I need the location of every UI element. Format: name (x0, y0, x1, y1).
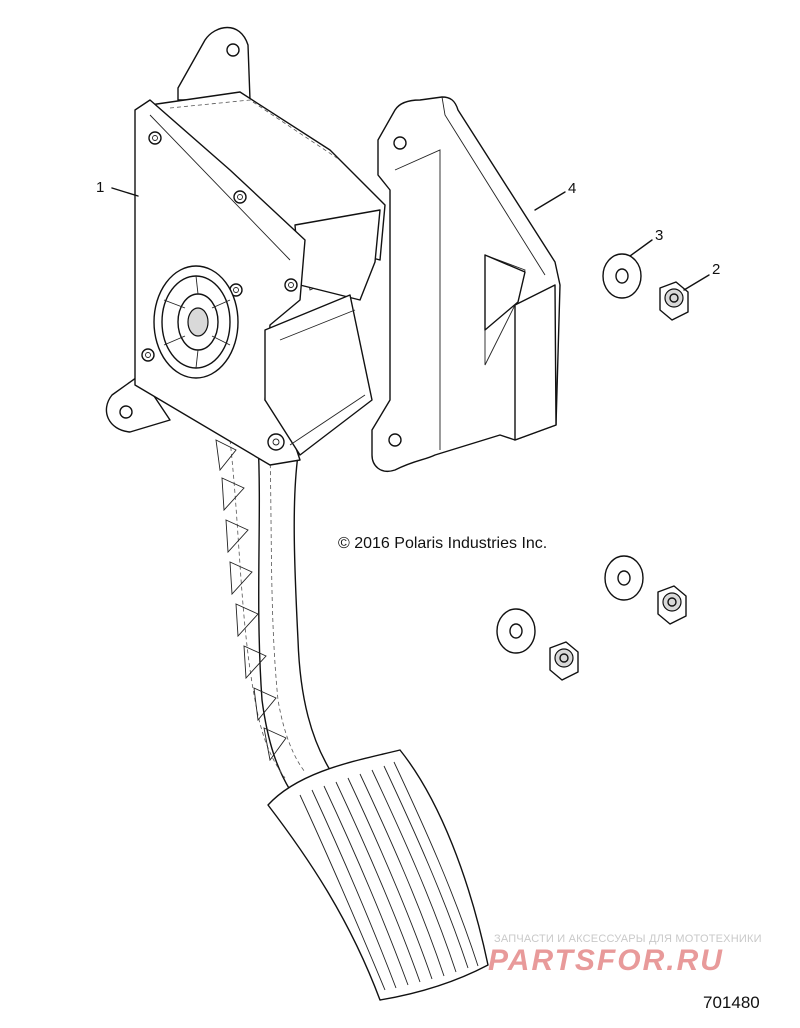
watermark-logo: PARTSFOR.RU (488, 944, 724, 977)
loose-washer-2 (496, 608, 536, 654)
callout-1: 1 (96, 179, 139, 197)
callout-2: 2 (683, 261, 720, 291)
pedal-assembly (105, 26, 489, 1001)
arm-lattice (215, 439, 287, 762)
sensor-boss (153, 265, 239, 379)
mounting-bracket (371, 96, 561, 472)
loose-nut-2 (549, 641, 579, 681)
washer-part-3 (602, 253, 642, 299)
callout-4: 4 (534, 180, 576, 211)
loose-washer-1 (604, 555, 644, 601)
callout-3: 3 (629, 227, 663, 257)
pedal-pad-ribs (299, 761, 479, 991)
svg-text:2: 2 (712, 261, 720, 278)
copyright-notice: © 2016 Polaris Industries Inc. (338, 535, 548, 552)
nut-part-2 (659, 281, 689, 321)
figure-number: 701480 (703, 993, 760, 1012)
svg-text:4: 4 (568, 180, 576, 197)
svg-text:1: 1 (96, 179, 104, 196)
loose-nut-1 (657, 585, 687, 625)
watermark-tagline: ЗАПЧАСТИ И АКСЕССУАРЫ ДЛЯ МОТОТЕХНИКИ (494, 933, 762, 945)
svg-text:3: 3 (655, 227, 663, 244)
